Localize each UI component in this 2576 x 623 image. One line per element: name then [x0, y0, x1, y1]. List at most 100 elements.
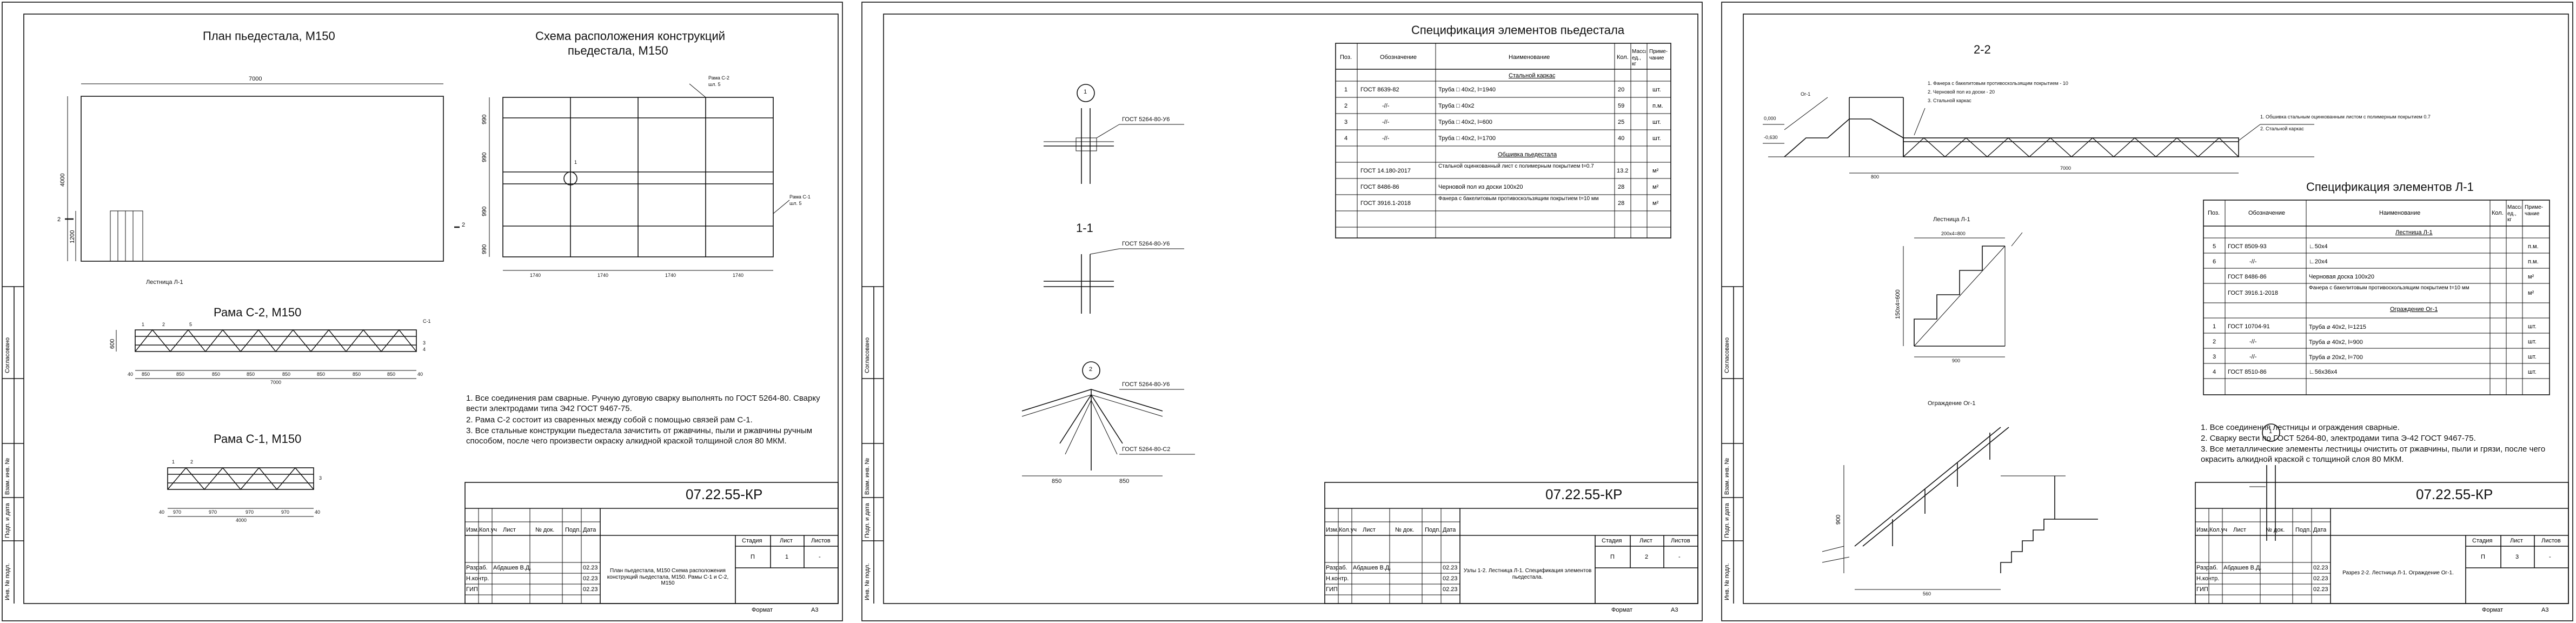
stamp-date-3: 02.23	[583, 586, 598, 593]
spec3-r2-naim: ∟20х4	[2309, 259, 2328, 265]
stamp-col-podp: Подп.	[565, 527, 581, 533]
spec3-head-naim: Наименование	[2379, 210, 2421, 216]
spec-r1-naim: Труба □ 40х2, l=1940	[1438, 87, 1496, 93]
stamp-date-1: 02.23	[2313, 565, 2328, 571]
stamp-sheet: 2	[1645, 554, 1649, 560]
ladder-rise-dim: 150х4=600	[1895, 289, 1901, 319]
side-podp-data: Подп. и дата	[1724, 503, 1730, 538]
spec3-r3-naim: Черновая доска 100х20	[2309, 274, 2374, 280]
spec3-r6-naim: Труба ⌀ 40х2, l=900	[2309, 339, 2363, 346]
sheet-3-drawing	[1721, 2, 2573, 621]
stamp-date-1: 02.23	[583, 565, 598, 571]
weld-mark-4: ГОСТ 5264-80-С2	[1122, 446, 1171, 453]
spec3-head-pos: Поз.	[2208, 210, 2220, 216]
stamp-role-nkontr: Н.контр.	[2196, 575, 2220, 582]
scheme-x-dim-2: 1740	[597, 273, 609, 278]
side-soglasovano: Согласовано	[864, 337, 871, 373]
section-2-2-title: 2-2	[1974, 43, 1991, 56]
stamp-date-1: 02.23	[1443, 565, 1458, 571]
stamp-head-sheets: Листов	[2541, 538, 2561, 544]
plan-ladder-dim: 1200	[69, 230, 76, 243]
plan-section-mark-left: 2	[57, 216, 61, 223]
weld-mark-3: ГОСТ 5264-80-У6	[1122, 381, 1170, 388]
railing-title: Ограждение Ог-1	[1928, 400, 1976, 407]
stamp-code: 07.22.55-КР	[686, 486, 763, 502]
spec3-r7-pos: 3	[2213, 354, 2216, 360]
spec3-r6-pos: 2	[2213, 339, 2216, 345]
stamp-col-ndok: № док.	[535, 527, 555, 533]
stamp-date-2: 02.23	[2313, 575, 2328, 582]
stamp-col-date: Дата	[1443, 527, 1456, 533]
spec3-r5-naim: Труба ⌀ 40х2, l=1215	[2309, 324, 2366, 330]
c1-part-4: 970	[281, 509, 290, 515]
spec3-r2-prim: п.м.	[2528, 259, 2539, 265]
c1-part-5: 40	[315, 509, 321, 515]
scheme-mark-rama-c2: Рама С-2	[708, 75, 729, 81]
stamp-col-date: Дата	[583, 527, 596, 533]
c2-part-9: 40	[417, 372, 423, 377]
side-inv-podl: Инв. № подл.	[864, 563, 871, 600]
ladder-width-dim: 900	[1952, 358, 1961, 363]
side-vzam-inv: Взам. инв. №	[4, 458, 11, 495]
note-3: 3. Все стальные конструкции пьедестала з…	[466, 426, 813, 446]
spec3-r8-naim: ∟56х36х4	[2309, 369, 2338, 375]
node-ref-1: 1	[2269, 428, 2273, 435]
spec-section-steel: Стальной каркас	[1509, 72, 1556, 79]
spec3-head-massa: Масса ед., кг	[2507, 204, 2521, 223]
layer-a-3: 3. Стальной каркас	[1928, 98, 1971, 103]
side-podp-data: Подп. и дата	[864, 503, 871, 538]
stamp-sheets: -	[1678, 554, 1681, 560]
stamp-head-sheets: Листов	[811, 538, 831, 544]
plan-length-dim: 7000	[249, 76, 262, 82]
c1-mark-2: 2	[190, 459, 194, 465]
spec-l1-title: Спецификация элементов Л-1	[2306, 180, 2474, 194]
sheet-3: 2-2 1. Фанера с бакелитовым противосколь…	[1719, 0, 2576, 623]
spec3-r4-naim: Фанера с бакелитовым противоскользящим п…	[2309, 285, 2469, 291]
format-value: А3	[811, 607, 819, 613]
stamp-col-izm: Изм.	[1326, 527, 1339, 533]
note-1: 1. Все соединения рам сварные. Ручную ду…	[466, 394, 820, 413]
og-mark: Ог-1	[1801, 91, 1811, 97]
stamp-col-kolich: Кол.уч	[479, 527, 497, 533]
spec-r2-kol: 59	[1618, 103, 1625, 109]
spec-r2-prim: п.м.	[1652, 103, 1663, 109]
stamp-head-stage: Стадия	[2472, 538, 2493, 544]
c1-part-3: 970	[245, 509, 254, 515]
c2-mark-c1: С-1	[423, 319, 431, 324]
c2-part-4: 850	[247, 372, 255, 377]
scheme-node-1: 1	[574, 160, 577, 165]
stamp-sheets: -	[819, 554, 821, 560]
c1-part-0: 40	[159, 509, 165, 515]
spec-title: Спецификация элементов пьедестала	[1411, 23, 1625, 37]
stamp-col-list: Лист	[503, 527, 516, 533]
spec-r6-kol: 28	[1618, 184, 1625, 190]
scheme-x-dim-4: 1740	[733, 273, 744, 278]
ladder-tread-dim: 200х4=800	[1941, 231, 1966, 236]
spec3-r8-prim: шт.	[2528, 369, 2537, 375]
stamp-col-list: Лист	[2233, 527, 2246, 533]
spec3-r1-prim: п.м.	[2528, 243, 2539, 250]
sheet3-note-1: 1. Все соединения лестницы и ограждения …	[2201, 423, 2400, 432]
side-inv-podl: Инв. № подл.	[4, 563, 11, 600]
rama-c2-title: Рама С-2, М150	[214, 306, 302, 319]
spec-r6-naim: Черновой пол из доски 100х20	[1438, 184, 1523, 190]
side-podp-data: Подп. и дата	[4, 503, 11, 538]
stamp-description: План пьедестала, М150 Схема расположения…	[607, 568, 729, 586]
spec-r2-oboz: -//-	[1382, 103, 1390, 109]
c2-part-5: 850	[282, 372, 291, 377]
format-label: Формат	[2482, 607, 2504, 613]
spec3-r3-prim: м²	[2528, 274, 2534, 280]
stamp-col-izm: Изм.	[466, 527, 479, 533]
c2-mark-3: 3	[423, 340, 426, 346]
weld-mark-1: ГОСТ 5264-80-У6	[1122, 116, 1170, 123]
stamp-sheet: 1	[785, 554, 789, 560]
c1-part-1: 970	[173, 509, 182, 515]
stamp-role-razrab: Разраб.	[466, 565, 488, 571]
spec-r7-oboz: ГОСТ 3916.1-2018	[1360, 200, 1411, 207]
spec-r5-naim: Стальной оцинкованный лист с полимерным …	[1438, 163, 1594, 169]
spec-r7-prim: м²	[1652, 200, 1659, 207]
c2-part-6: 850	[317, 372, 326, 377]
side-vzam-inv: Взам. инв. №	[864, 458, 871, 495]
spec-r6-prim: м²	[1652, 184, 1659, 190]
stamp-col-kolich: Кол.уч	[2209, 527, 2227, 533]
